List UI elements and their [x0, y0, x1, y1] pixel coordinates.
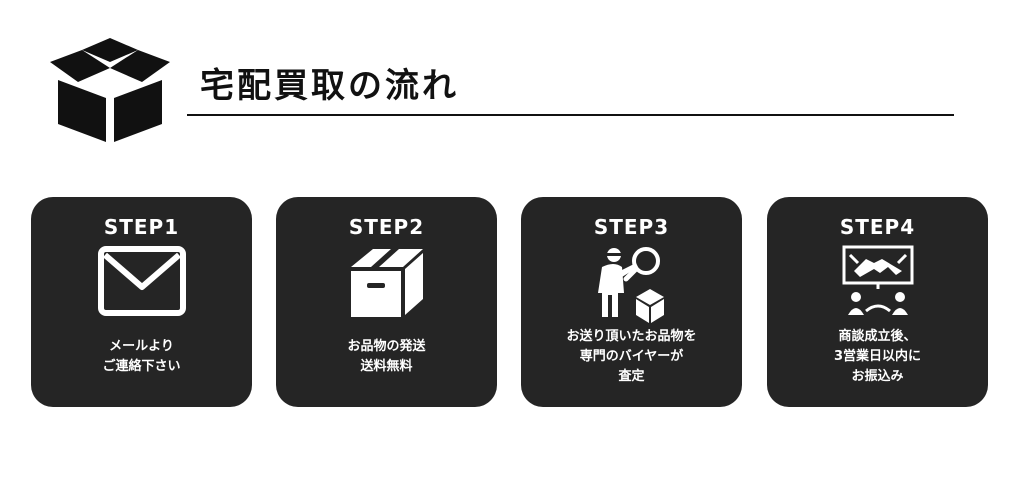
step-card-3: STEP3 お送り頂いたお品物を 専門のバイヤーが 査定	[521, 197, 742, 407]
step-description-line: 専門のバイヤーが	[579, 349, 684, 364]
step-label: STEP4	[839, 215, 916, 239]
step-description-line: 送料無料	[360, 359, 413, 374]
step-description: 商談成立後、 3営業日以内に お振込み	[771, 327, 984, 387]
step-label: STEP1	[103, 215, 180, 239]
title-divider	[187, 114, 954, 116]
step-description-line: お品物の発送	[347, 339, 426, 354]
step-label: STEP2	[348, 215, 425, 239]
box-icon	[50, 38, 170, 142]
appraiser-magnifier-icon	[597, 247, 664, 323]
step-description-line: 査定	[618, 369, 645, 384]
step-card-4: STEP4 商談成立後、 3営業日以内に お振込み	[767, 197, 988, 407]
step-description: お品物の発送 送料無料	[280, 337, 493, 377]
step-description-line: お振込み	[851, 369, 904, 384]
step-description-line: お送り頂いたお品物を	[566, 329, 697, 344]
step-card-2: STEP2 お品物の発送 送料無料	[276, 197, 497, 407]
step-label: STEP3	[593, 215, 670, 239]
step-description-line: ご連絡下さい	[102, 359, 181, 374]
envelope-icon	[97, 246, 186, 316]
cardboard-box-icon	[350, 249, 423, 317]
handshake-deal-icon	[842, 245, 913, 315]
page-title: 宅配買取の流れ	[200, 66, 459, 106]
step-description-line: 商談成立後、	[838, 329, 917, 344]
step-card-1: STEP1 メールより ご連絡下さい	[31, 197, 252, 407]
step-description: お送り頂いたお品物を 専門のバイヤーが 査定	[525, 327, 738, 387]
step-description-line: メールより	[109, 339, 174, 354]
step-description: メールより ご連絡下さい	[35, 337, 248, 377]
step-description-line: 3営業日以内に	[833, 349, 922, 364]
